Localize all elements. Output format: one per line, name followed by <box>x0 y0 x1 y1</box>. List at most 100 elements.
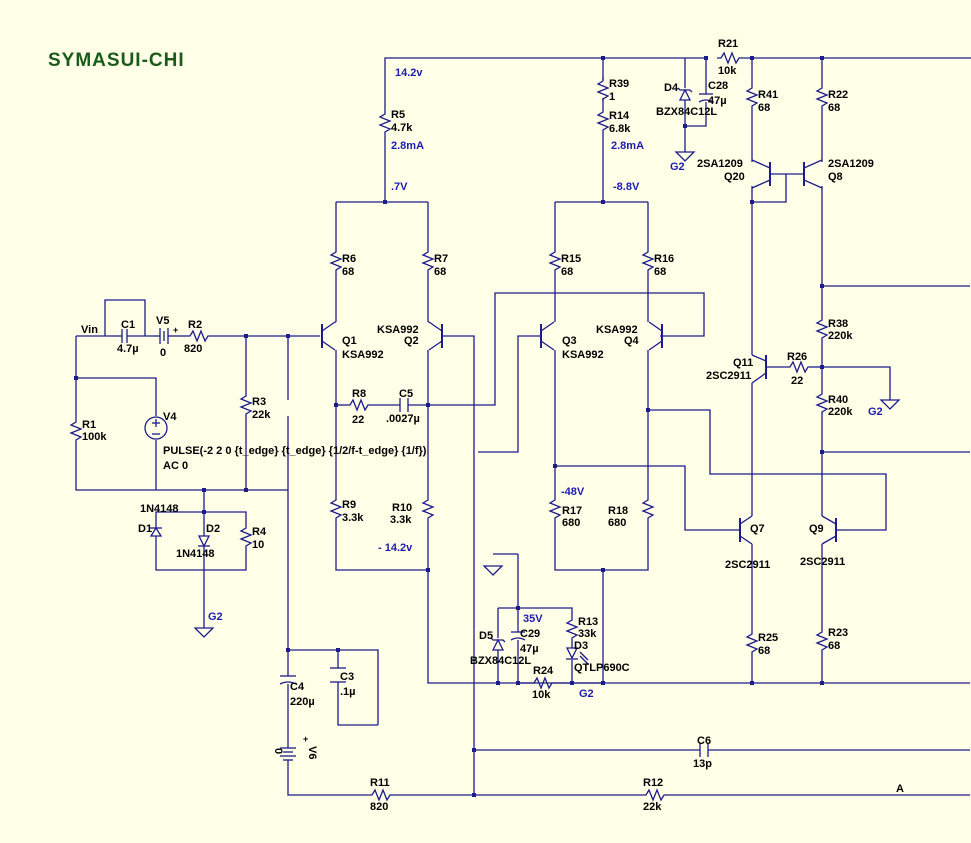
resistor-r21-symbol <box>716 52 742 64</box>
r13-value: 33k <box>578 628 597 640</box>
d2-name: D2 <box>206 523 220 535</box>
c4-value: 220µ <box>290 696 315 708</box>
net-g2-bottom: G2 <box>579 688 594 700</box>
r18-name: R18 <box>608 505 628 517</box>
capacitor-c28-symbol <box>698 93 714 104</box>
d2-type: 1N4148 <box>176 548 215 560</box>
capacitor-c5-symbol <box>399 398 409 412</box>
v4-pulse: PULSE(-2 2 0 {t_edge} {t_edge} {1/2/f-t_… <box>163 445 427 457</box>
q3-name: Q3 <box>562 335 577 347</box>
resistor-r9-symbol <box>330 495 342 521</box>
resistor-r1-symbol <box>70 417 82 443</box>
r4-value: 10 <box>252 539 264 551</box>
v5-name: V5 <box>156 315 169 327</box>
r13-name: R13 <box>578 616 598 628</box>
ground-symbol-d <box>483 565 503 576</box>
r39-value: 1 <box>609 91 615 103</box>
zener-d5-symbol <box>490 637 506 651</box>
transistor-q8-symbol <box>803 159 823 189</box>
r23-name: R23 <box>828 627 848 639</box>
r7-value: 68 <box>434 266 446 278</box>
resistor-r7-symbol <box>422 247 434 273</box>
source-v6-symbol <box>280 740 296 768</box>
q2-name: Q2 <box>404 335 419 347</box>
c5-name: C5 <box>399 388 413 400</box>
transistor-q3-symbol <box>540 321 555 351</box>
d5-type: BZX84C12L <box>470 655 531 667</box>
capacitor-c4-symbol <box>279 675 297 720</box>
q2-type: KSA992 <box>377 324 419 336</box>
resistor-r3-symbol <box>240 391 252 417</box>
r12-name: R12 <box>643 777 663 789</box>
c1-name: C1 <box>121 319 135 331</box>
c1-value: 4.7µ <box>117 343 139 355</box>
resistor-r8-symbol <box>345 399 371 411</box>
r6-value: 68 <box>342 266 354 278</box>
vin-label: Vin <box>81 324 98 336</box>
q8-name: Q8 <box>828 171 843 183</box>
r11-name: R11 <box>370 777 390 789</box>
r3-name: R3 <box>252 396 266 408</box>
q4-name: Q4 <box>624 335 640 347</box>
r18-value: 680 <box>608 517 626 529</box>
c6-name: C6 <box>697 735 711 747</box>
capacitor-c3-symbol <box>330 667 346 683</box>
q11-name: Q11 <box>733 357 753 369</box>
capacitor-c1-symbol <box>115 329 130 343</box>
r3-value: 22k <box>252 409 271 421</box>
c3-value: .1µ <box>340 686 356 698</box>
diode-d2-symbol <box>197 528 211 548</box>
v4-ac: AC 0 <box>163 460 188 472</box>
r7-name: R7 <box>434 253 448 265</box>
ground-g2-symbol-c <box>880 399 900 410</box>
transistor-q7-symbol <box>739 515 753 545</box>
net-g2-top: G2 <box>670 161 685 173</box>
d4-type: BZX84C12L <box>656 106 717 118</box>
r2-value: 820 <box>184 343 202 355</box>
r25-value: 68 <box>758 645 770 657</box>
r26-name: R26 <box>787 351 807 363</box>
v5-plus-mark: + <box>173 325 178 335</box>
r4-name: R4 <box>252 526 267 538</box>
d1-type: 1N4148 <box>140 503 179 515</box>
r12-value: 22k <box>643 801 662 813</box>
r1-value: 100k <box>82 431 107 443</box>
transistor-q11-symbol <box>751 354 767 384</box>
resistor-r17-symbol <box>549 495 561 521</box>
r9-value: 3.3k <box>342 512 364 524</box>
r21-value: 10k <box>718 65 737 77</box>
resistor-r11-symbol <box>367 789 393 801</box>
net-35v: 35V <box>523 613 543 625</box>
d4-name: D4 <box>664 82 679 94</box>
resistor-r25-symbol <box>746 629 758 655</box>
resistor-r6-symbol <box>330 247 342 273</box>
net-minus-48v: -48V <box>561 486 585 498</box>
r24-value: 10k <box>532 689 551 701</box>
resistor-r39-symbol <box>597 76 609 102</box>
r39-name: R39 <box>609 78 629 90</box>
q1-name: Q1 <box>342 335 357 347</box>
net-minus-8-8v: -8.8V <box>613 181 640 193</box>
r24-name: R24 <box>533 665 554 677</box>
d5-name: D5 <box>479 630 493 642</box>
zener-d4-symbol <box>677 87 693 101</box>
resistor-r22-symbol <box>816 83 828 109</box>
r11-value: 820 <box>370 801 388 813</box>
d3-type: QTLP690C <box>574 662 630 674</box>
q8-type: 2SA1209 <box>828 158 874 170</box>
c6-value: 13p <box>693 758 712 770</box>
net-g2-right: G2 <box>868 406 883 418</box>
source-v4-symbol <box>144 416 168 440</box>
r23-value: 68 <box>828 640 840 652</box>
r8-name: R8 <box>352 388 366 400</box>
c3-name: C3 <box>340 671 354 683</box>
node-a-label: A <box>896 783 904 795</box>
ground-g2-symbol-b <box>675 151 695 162</box>
net-labels: 14.2v 2.8mA .7V 2.8mA -8.8V -48V - 14.2v… <box>173 67 904 795</box>
led-d3-symbol <box>565 647 589 665</box>
r15-name: R15 <box>561 253 581 265</box>
c29-name: C29 <box>520 628 540 640</box>
resistor-r2-symbol <box>185 330 211 342</box>
q9-name: Q9 <box>809 523 824 535</box>
